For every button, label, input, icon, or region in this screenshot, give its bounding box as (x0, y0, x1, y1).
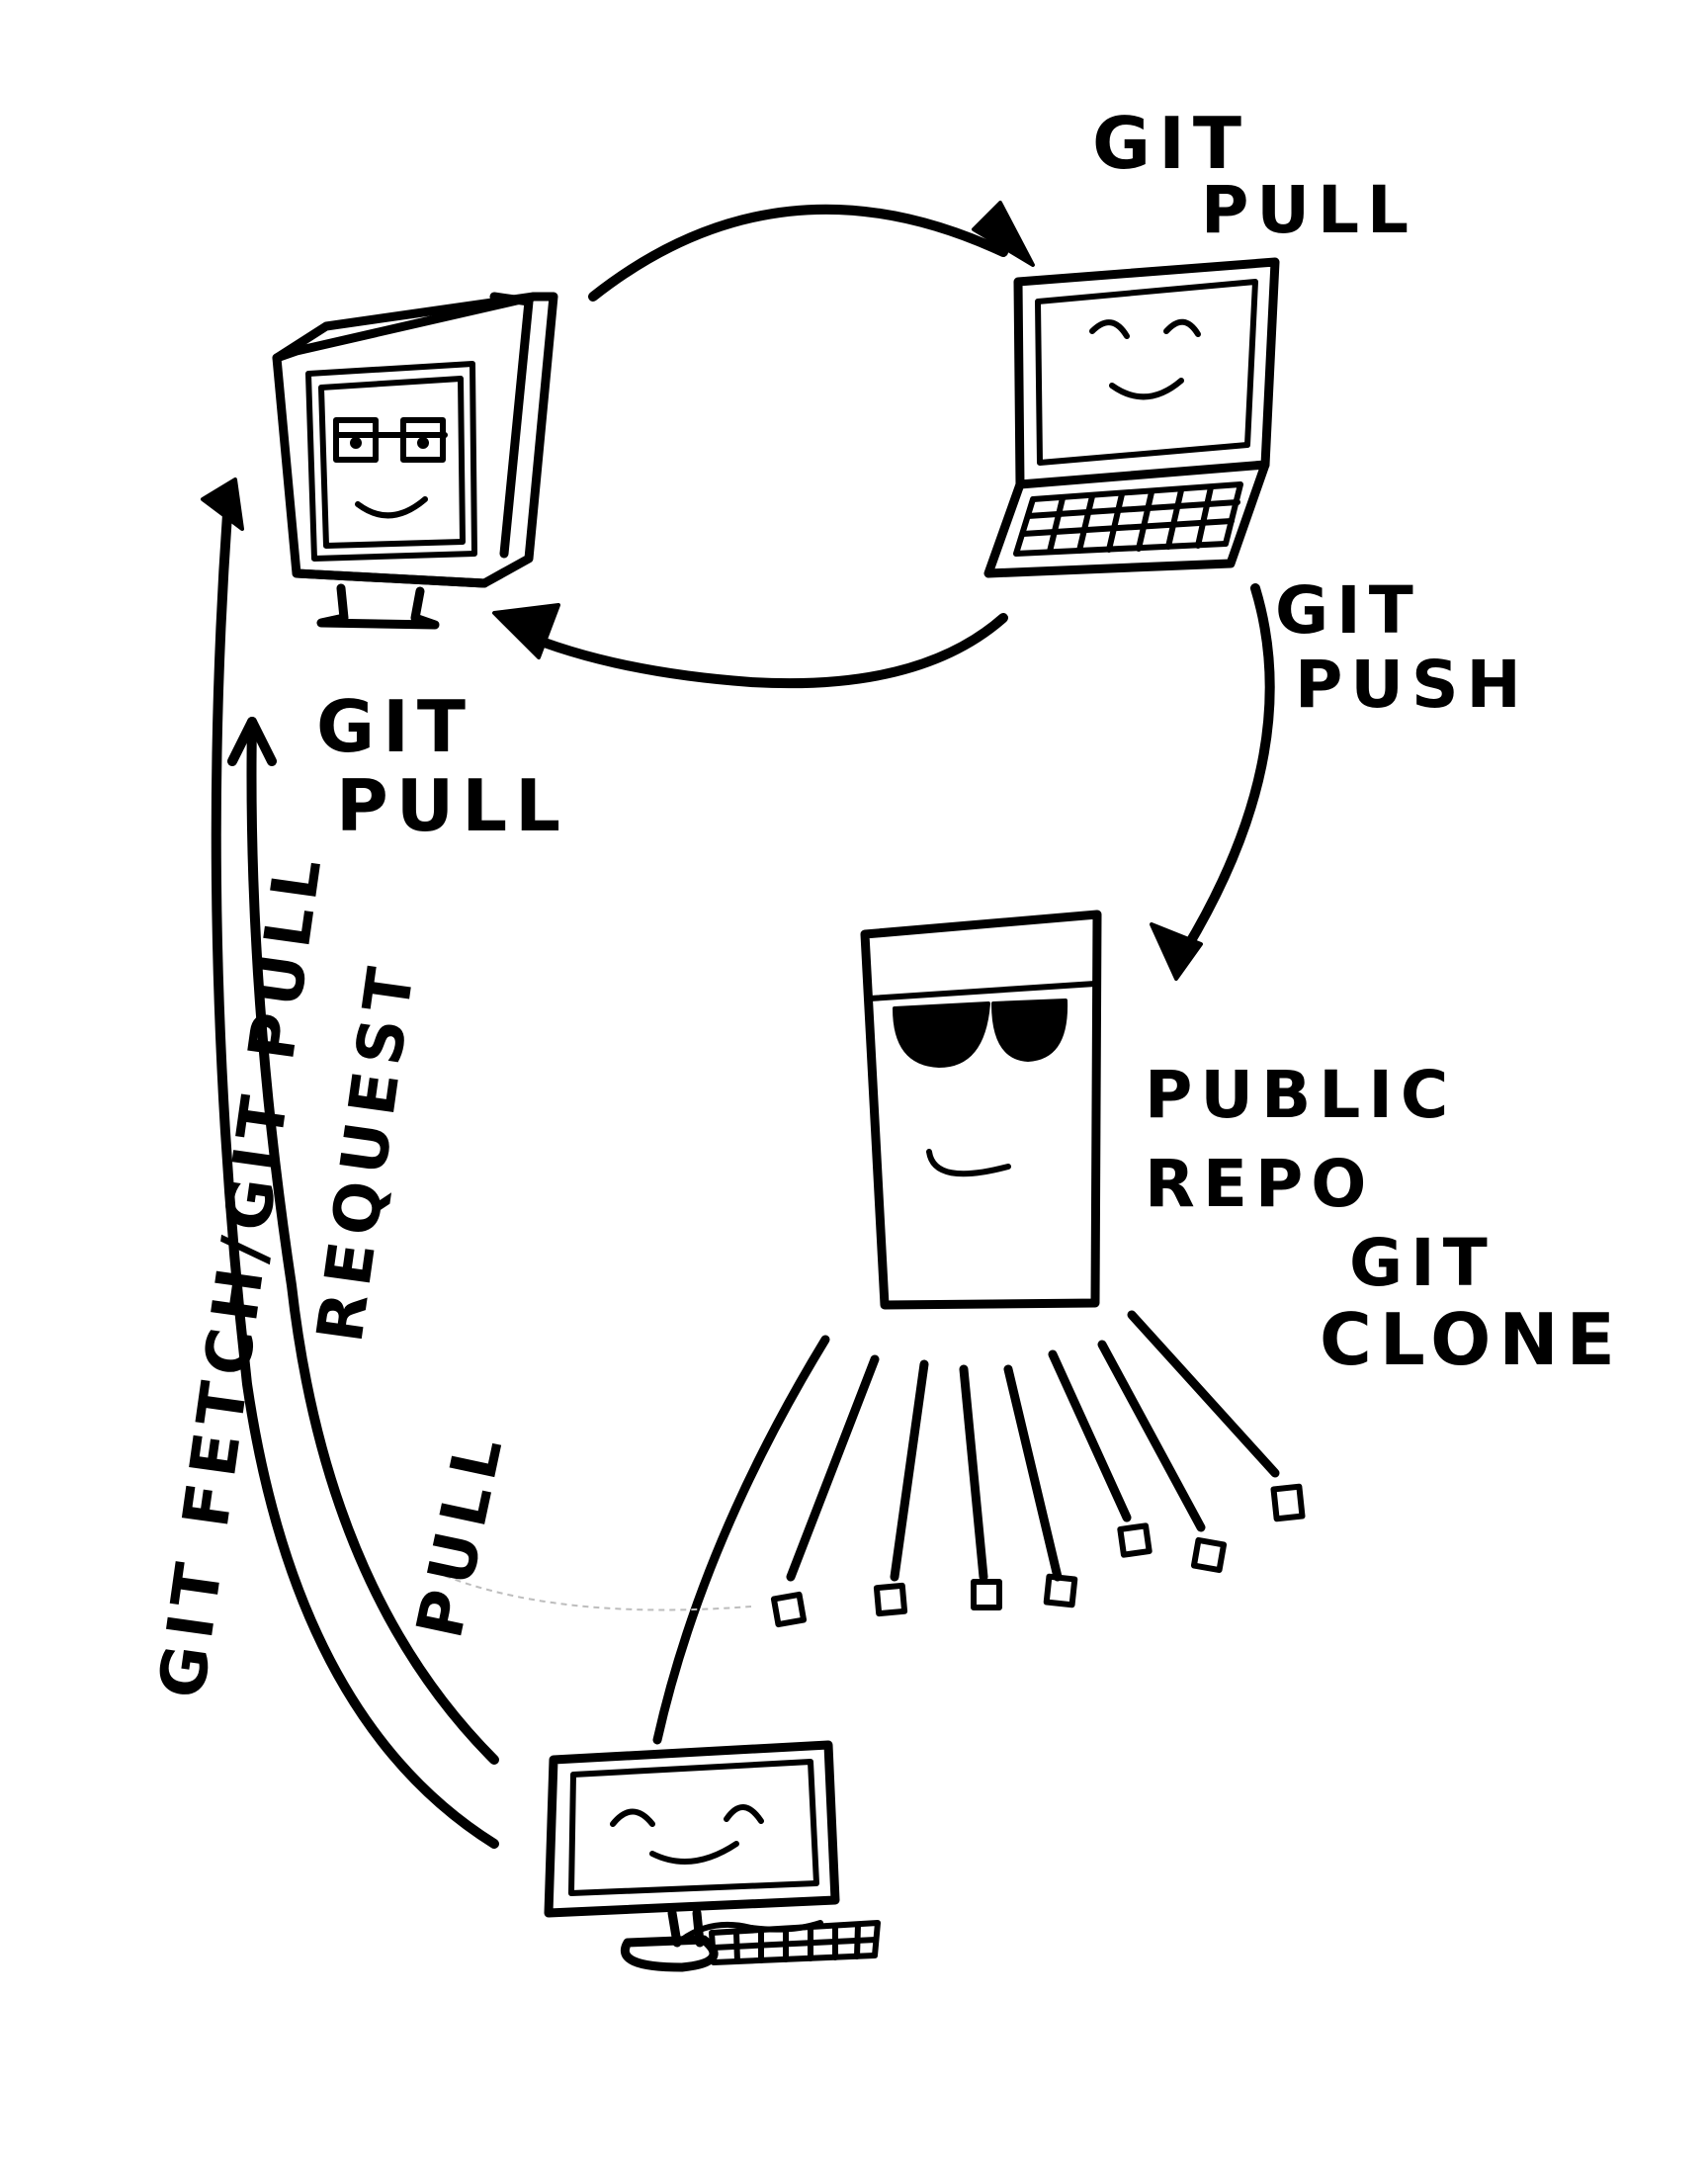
clone-lines (652, 1310, 1280, 1745)
keyboard-icon (709, 1920, 881, 1965)
svg-text:PULL: PULL (1201, 172, 1416, 248)
eye-left-icon (610, 1808, 655, 1827)
eye-left-icon (333, 417, 379, 463)
smile-icon (926, 1149, 1011, 1177)
arrow-desktop-to-crt-fetch (201, 478, 499, 1849)
arrow-laptop-to-crt (492, 603, 1008, 689)
arrow-laptop-to-repo (1150, 583, 1275, 981)
label-git-clone: GIT CLONE (1320, 1225, 1623, 1381)
eye-right-icon (400, 417, 446, 463)
svg-text:PULL: PULL (403, 1424, 519, 1644)
sunglasses-right-icon (991, 999, 1068, 1062)
eye-right-icon (724, 1804, 764, 1824)
clone-copies (770, 1483, 1306, 1628)
crt-monitor-computer (272, 292, 558, 630)
keyboard-icon (1013, 481, 1243, 557)
svg-text:REQUEST: REQUEST (304, 956, 430, 1347)
svg-text:GIT: GIT (1349, 1225, 1495, 1301)
smile-icon (1109, 378, 1184, 400)
label-git-pull-top-right: GIT PULL (1092, 102, 1416, 248)
label-git-pull-left: GIT PULL (316, 685, 568, 847)
svg-text:GIT: GIT (1275, 572, 1421, 649)
sunglasses-left-icon (893, 1001, 990, 1068)
eye-right-icon (1163, 318, 1201, 337)
svg-text:REPO: REPO (1145, 1146, 1374, 1222)
laptop-computer (983, 257, 1280, 578)
smile-icon (649, 1841, 739, 1865)
eye-left-icon (1089, 319, 1130, 339)
label-pull-request: PULL REQUEST (304, 956, 519, 1644)
label-git-fetch-git-pull: GIT FETCH/GIT PULL (146, 846, 338, 1702)
svg-text:CLONE: CLONE (1320, 1298, 1623, 1381)
public-repo-server (860, 910, 1102, 1310)
label-git-push: GIT PUSH (1275, 572, 1529, 723)
svg-text:PULL: PULL (336, 764, 568, 847)
arrow-crt-to-laptop (588, 201, 1035, 302)
svg-text:PUBLIC: PUBLIC (1145, 1057, 1456, 1133)
label-public-repo: PUBLIC REPO (1145, 1057, 1456, 1222)
svg-text:PUSH: PUSH (1295, 647, 1529, 723)
desktop-computer (544, 1740, 881, 1972)
svg-text:GIT FETCH/GIT PULL: GIT FETCH/GIT PULL (146, 846, 338, 1702)
svg-text:GIT: GIT (316, 685, 473, 768)
faint-dashed-line (434, 1571, 752, 1611)
arrow-desktop-to-crt-request (227, 717, 499, 1765)
svg-text:GIT: GIT (1092, 102, 1249, 185)
smile-icon (355, 496, 428, 519)
